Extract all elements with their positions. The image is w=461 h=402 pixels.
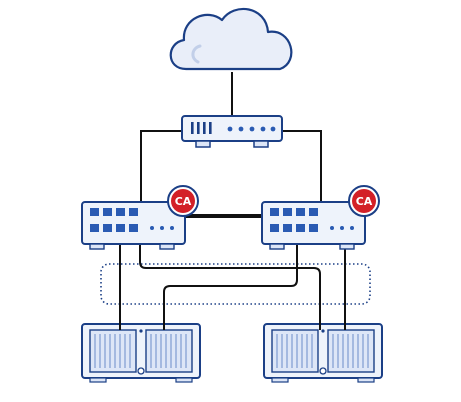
router-icon xyxy=(181,115,283,148)
link-router-switch-left xyxy=(140,130,182,202)
switch-left-icon xyxy=(81,201,186,250)
links xyxy=(119,72,346,328)
server-link-ends xyxy=(119,318,346,330)
ca-badge-left: CA xyxy=(167,185,199,217)
server-right-icon xyxy=(263,323,383,383)
server-left-icon xyxy=(81,323,201,383)
link-switchL-serverR xyxy=(139,244,321,328)
ca-badge-left-label: CA xyxy=(175,195,192,208)
ca-badge-right-label: CA xyxy=(356,195,373,208)
ca-badge-right: CA xyxy=(348,185,380,217)
link-router-switch-right xyxy=(280,130,322,202)
cloud-icon xyxy=(169,7,293,71)
redundancy-group-outline xyxy=(100,263,371,305)
switch-right-icon xyxy=(261,201,366,250)
link-switchR-serverL xyxy=(163,244,298,328)
